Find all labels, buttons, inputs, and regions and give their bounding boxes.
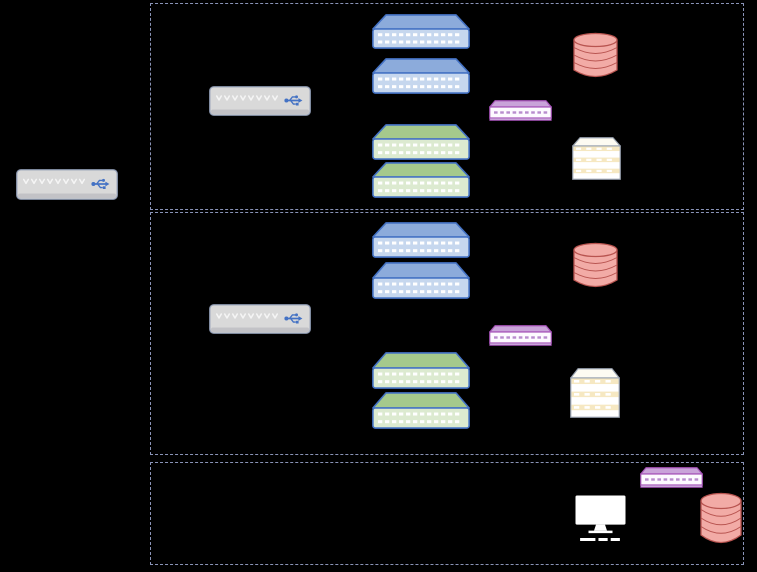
zone2-switch-blue-1-icon <box>372 222 470 258</box>
zone2-switch-blue-2-icon <box>372 262 470 299</box>
external-router-icon <box>16 169 118 200</box>
zone2-router-icon <box>209 304 311 334</box>
zone1-switch-green-1-icon <box>372 124 470 160</box>
zone-bottom <box>150 462 744 565</box>
zone2-switch-green-1-icon <box>372 352 470 389</box>
zone1-switch-blue-1-icon <box>372 14 470 49</box>
zone1-rack-server-icon <box>489 100 552 121</box>
zone2-database-icon <box>573 242 618 288</box>
zone1-database-icon <box>573 32 618 78</box>
zone3-rack-server-icon <box>640 467 703 488</box>
zone2-rack-server-icon <box>489 325 552 346</box>
zone-top <box>150 3 744 210</box>
zone2-switch-green-2-icon <box>372 392 470 429</box>
zone1-switch-blue-2-icon <box>372 58 470 94</box>
zone1-router-icon <box>209 86 311 116</box>
zone1-switch-green-2-icon <box>372 162 470 198</box>
zone2-storage-array-icon <box>570 368 620 418</box>
zone1-storage-array-icon <box>572 137 621 180</box>
zone3-database-icon <box>700 492 742 544</box>
zone3-workstation-icon <box>575 495 626 542</box>
zone-middle <box>150 212 744 455</box>
